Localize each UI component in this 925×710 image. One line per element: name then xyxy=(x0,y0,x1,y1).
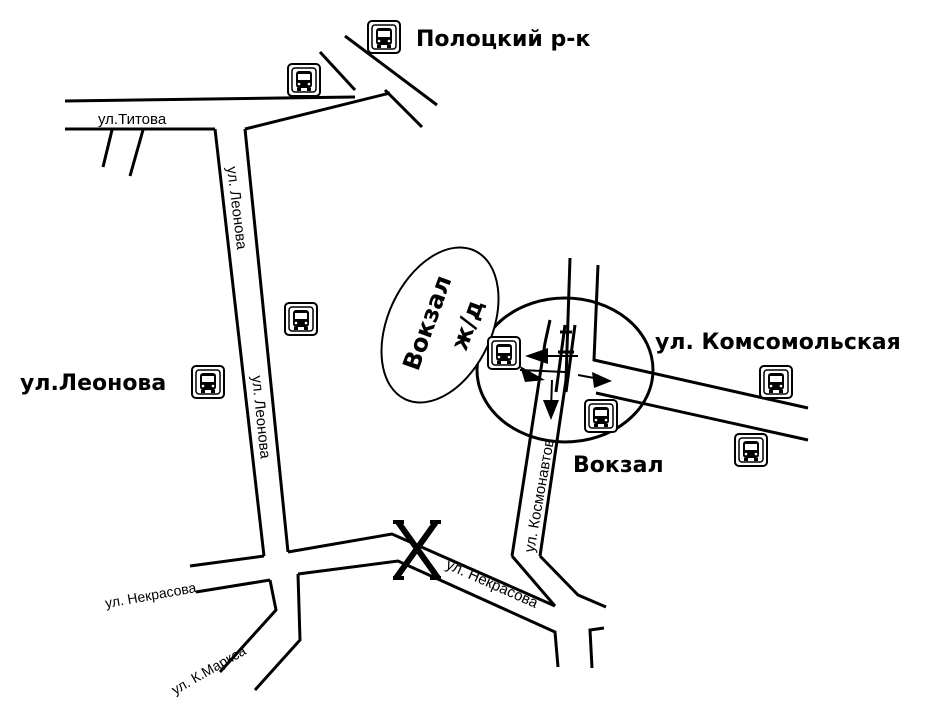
closed-road-cross-icon xyxy=(393,520,441,580)
polotsk-road xyxy=(318,34,438,129)
k-marksa-street xyxy=(218,573,302,692)
polotsky-market-label: Полоцкий р-к xyxy=(416,27,590,52)
leonova-street xyxy=(213,128,290,557)
titova-street xyxy=(64,91,391,177)
leonova-stop-label: ул.Леонова xyxy=(20,371,166,396)
route-arrows xyxy=(519,348,612,420)
bus-icon[interactable] xyxy=(734,433,768,467)
railway-station-oval: Вокзал ж/д xyxy=(380,246,500,404)
nekrasova-street xyxy=(189,532,560,668)
bus-icon[interactable] xyxy=(191,365,225,399)
bus-icon[interactable] xyxy=(287,63,321,97)
k-marksa-label: ул. К.Маркса xyxy=(169,642,249,698)
komsomolskaya-label: ул. Комсомольская xyxy=(655,330,901,355)
station-circle xyxy=(475,296,655,444)
bus-icon[interactable] xyxy=(487,336,521,370)
bus-icon[interactable] xyxy=(584,399,618,433)
bus-icon[interactable] xyxy=(284,302,318,336)
bus-icon[interactable] xyxy=(367,20,401,54)
nekrasova-left-label: ул. Некрасова xyxy=(104,579,198,611)
railway-crossing xyxy=(554,324,577,393)
komsomolskaya-street xyxy=(592,264,809,442)
bus-icon[interactable] xyxy=(759,365,793,399)
titova-label: ул.Титова xyxy=(98,111,167,128)
vokzal-stop-label: Вокзал xyxy=(573,453,664,478)
